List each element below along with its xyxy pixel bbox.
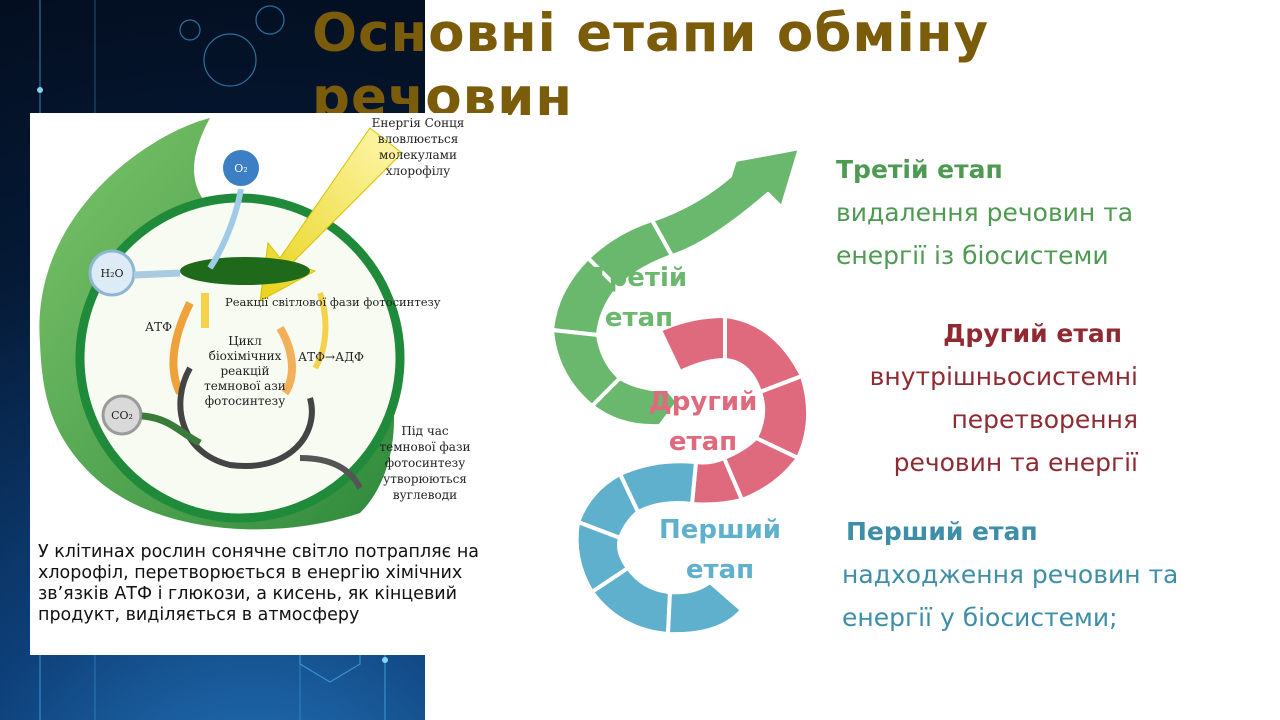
stage-third-heading: Третій етап — [836, 155, 1003, 184]
spiral-label-third: Третій етап — [570, 258, 708, 338]
stage-first: Перший етап надходження речовин та енерг… — [842, 510, 1262, 639]
spiral-label-first-line-2: етап — [685, 555, 755, 585]
cycle-line-3: реакцій — [221, 364, 270, 378]
spiral-label-second-line-2: етап — [668, 427, 738, 457]
sun-energy-line-4: хлорофілу — [386, 164, 450, 178]
thylakoid — [180, 257, 310, 285]
cycle-line-1: Цикл — [228, 334, 262, 348]
cycle-line-5: фотосинтезу — [205, 394, 286, 408]
dark-phase-line-3: фотосинтезу — [385, 456, 466, 470]
o2-label: O₂ — [234, 162, 247, 175]
co2-label: CO₂ — [111, 409, 133, 422]
spiral-label-third-line-2: етап — [604, 303, 674, 333]
sun-energy-line-1: Енергія Сонця — [372, 116, 465, 130]
dark-phase-line-5: вуглеводи — [393, 488, 457, 502]
spiral-label-first-line-1: Перший — [658, 515, 782, 545]
atf-label: АТФ — [145, 320, 172, 334]
photosynthesis-diagram: Енергія Сонця вловлюється молекулами хло… — [30, 113, 508, 540]
stage-second-line-2: перетворення — [951, 405, 1138, 434]
page-title: Основні етапи обміну речовин — [312, 3, 989, 128]
stage-second-heading: Другий етап — [943, 319, 1122, 348]
spiral-label-third-line-1: Третій — [590, 263, 688, 293]
stage-third: Третій етап видалення речовин та енергії… — [836, 148, 1256, 277]
stage-first-line-2: енергії у біосистеми; — [842, 603, 1118, 632]
light-phase-label: Реакції світлової фази фотосинтезу — [225, 295, 441, 309]
co2-bubble — [101, 394, 143, 436]
stage-first-heading: Перший етап — [846, 517, 1038, 546]
o2-bubble — [221, 148, 261, 188]
stages-spiral — [550, 146, 811, 637]
dark-phase-line-1: Під час — [401, 424, 449, 438]
diagram-caption: У клітинах рослин сонячне світло потрапл… — [30, 540, 504, 655]
caption-text: У клітинах рослин сонячне світло потрапл… — [38, 542, 480, 625]
stage-second-line-1: внутрішньосистемні — [869, 362, 1138, 391]
h2o-label: H₂O — [100, 267, 123, 280]
cycle-arrows — [177, 366, 315, 470]
dark-phase-line-4: утворюються — [383, 472, 467, 486]
photosynthesis-illustration: Енергія Сонця вловлюється молекулами хло… — [39, 116, 471, 530]
spiral-label-second: Другий етап — [632, 382, 774, 462]
sun-energy-line-3: молекулами — [379, 148, 457, 162]
green-arrow — [650, 146, 802, 258]
spiral-label-first: Перший етап — [650, 510, 790, 590]
stage-third-line-1: видалення речовин та — [836, 198, 1134, 227]
dark-phase-line-2: темнової фази — [379, 440, 470, 454]
cycle-line-4: темнової ази — [204, 379, 286, 393]
sun-energy-line-2: вловлюється — [378, 132, 459, 146]
stage-second-line-3: речовин та енергії — [893, 448, 1138, 477]
stage-third-line-2: енергії із біосистеми — [836, 241, 1109, 270]
stage-second: Другий етап внутрішньосистемні перетворе… — [830, 312, 1150, 484]
cycle-line-2: біохімічних — [209, 349, 282, 363]
atf-adf-label: АТФ→АДФ — [298, 350, 364, 364]
spiral-label-second-line-1: Другий — [648, 387, 758, 417]
stage-first-line-1: надходження речовин та — [842, 560, 1179, 589]
sunlight-arrow — [259, 127, 403, 302]
